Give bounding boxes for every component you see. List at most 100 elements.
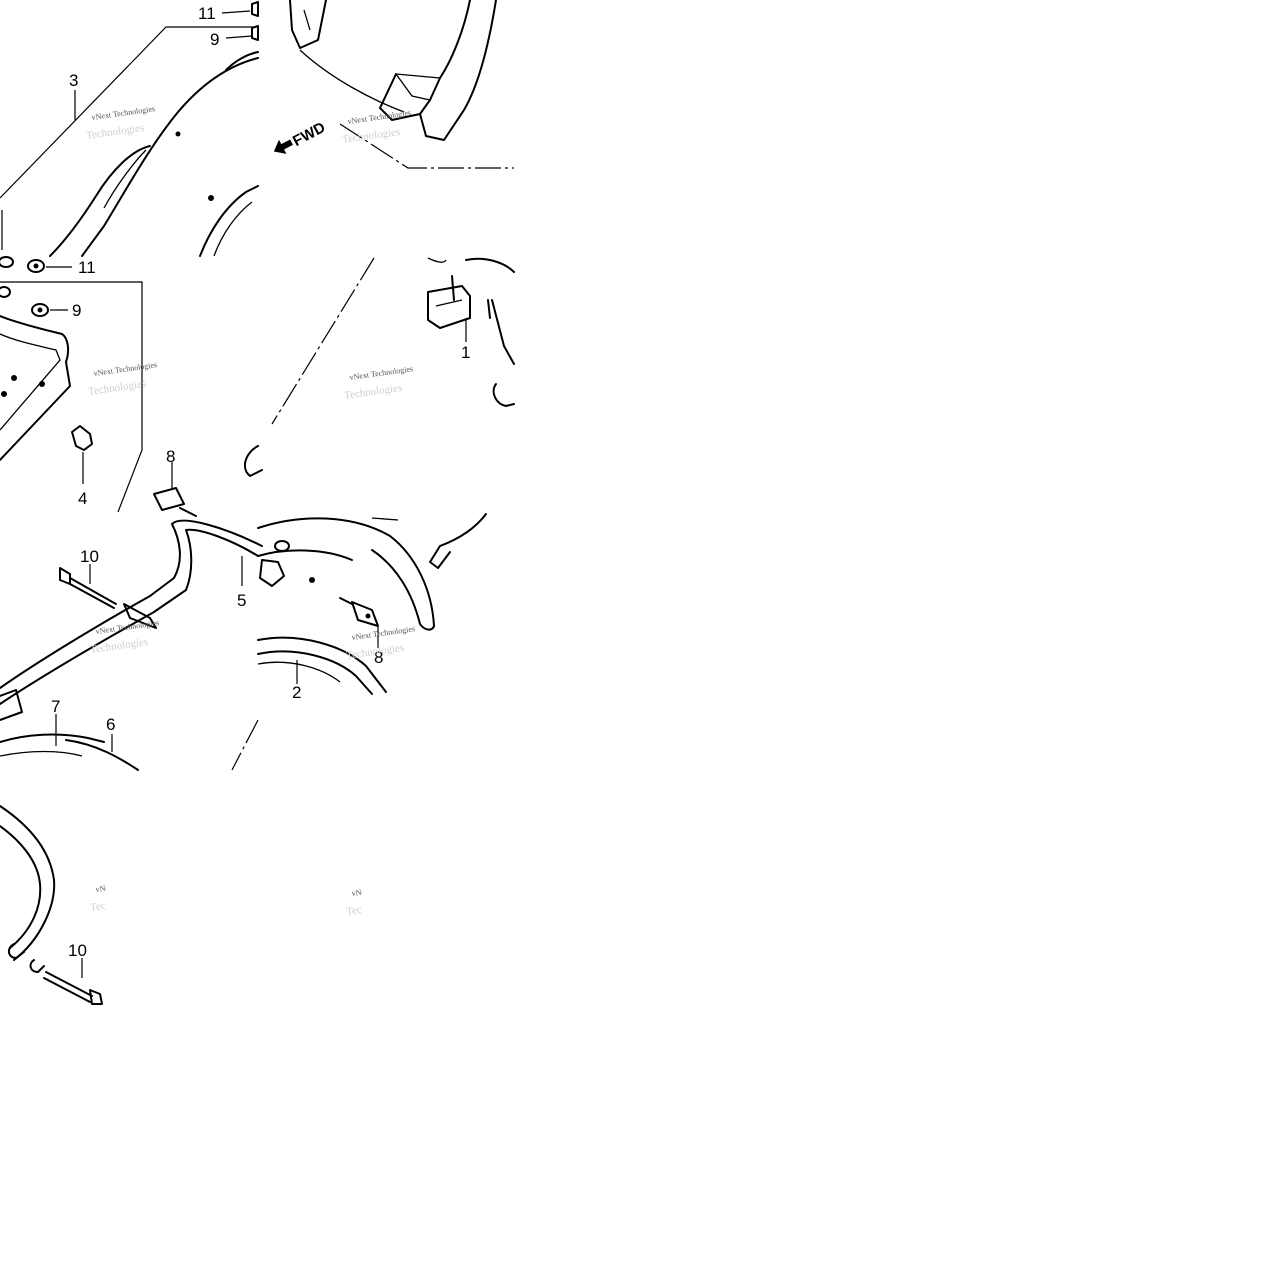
spacer-stud: [339, 597, 353, 605]
tile-grab-rail: [0, 462, 263, 771]
fender-rim: [257, 661, 341, 683]
stud-icon: [451, 275, 455, 301]
rear-fender-ridge: [103, 149, 147, 209]
bolt-shaft: [43, 977, 91, 1003]
watermark-line2: Technologies: [87, 378, 147, 398]
rear-fender-rim-inner: [213, 201, 253, 257]
fwd-direction-marker: FWD: [273, 119, 328, 154]
bracket-outline: [289, 0, 327, 49]
mount-hole: [39, 381, 45, 387]
clamp-icon: [492, 383, 515, 407]
grab-rail-outline: [0, 805, 56, 961]
bolt-shaft: [69, 583, 115, 609]
watermark-line2: Technologies: [89, 636, 149, 656]
callout-11: 11: [78, 258, 96, 277]
fender-arc: [299, 49, 405, 113]
watermarks: vNext Technologies Technologies vNext Te…: [85, 104, 416, 662]
watermark: vNext Technologies Technologies: [89, 618, 159, 656]
fwd-arrow-icon: [273, 139, 293, 154]
leader-line: [0, 281, 143, 513]
spacer-hole: [365, 613, 371, 619]
washer-icon: [251, 25, 259, 41]
tile-front-fender: [257, 513, 487, 695]
stay-bracket-outline: [427, 285, 471, 329]
tile-fender-mount: [0, 281, 143, 513]
mount-hole: [1, 391, 7, 397]
washer-icon: [0, 286, 11, 298]
tile-front-fender-stay: [243, 257, 515, 477]
fender-rim: [0, 750, 83, 757]
rail-collar: [29, 959, 45, 973]
rear-fender-rim: [199, 185, 259, 257]
stay-end: [0, 689, 23, 721]
bolt-shaft: [45, 971, 93, 997]
watermark-line1: vNext Technologies: [347, 108, 412, 126]
tile-grab-rail-bottom: [0, 805, 103, 1005]
fender-rim: [65, 739, 139, 771]
watermark: vNext Technologies Technologies: [341, 108, 412, 146]
mount-plate-outline: [0, 315, 71, 461]
rear-fender-outline: [81, 57, 259, 257]
callout-6: 6: [106, 715, 115, 734]
callout-8: 8: [166, 447, 175, 466]
bracket-fold: [395, 73, 431, 101]
callout-9: 9: [72, 301, 81, 320]
leader-line: [225, 35, 253, 39]
fender-cap: [371, 517, 399, 521]
stud-icon: [487, 299, 491, 319]
watermark-line1: vNext Technologies: [351, 624, 416, 642]
fender-hole: [208, 195, 214, 201]
clip-part-icon: [71, 425, 93, 451]
mount-hole: [11, 375, 17, 381]
washer-hole: [37, 307, 43, 313]
nut-hole: [33, 263, 39, 269]
watermark-line2: Technologies: [85, 122, 145, 142]
fender-rim: [0, 733, 105, 743]
watermark-line2: Technologies: [343, 382, 403, 402]
bolt-head-icon: [251, 1, 259, 17]
watermark-line2: Technologies: [345, 898, 405, 918]
bolt-shaft: [69, 577, 117, 605]
watermark-line1: vNext Technologies: [351, 880, 416, 898]
collar-icon: [123, 603, 157, 629]
bracket-body: [419, 0, 497, 141]
bracket-foot-top: [395, 73, 441, 79]
stay-rod: [427, 257, 447, 263]
watermark-line1: vNext Technologies: [91, 104, 156, 122]
dash-dot-line: [231, 719, 259, 771]
front-fender-inner: [257, 549, 353, 561]
bracket-foot: [379, 73, 421, 121]
grab-rail-inner: [0, 825, 42, 949]
mount-hole: [274, 540, 290, 552]
stay-bracket-inner: [435, 299, 463, 307]
watermark-line2: Technologies: [89, 894, 149, 914]
callout-10: 10: [68, 941, 87, 960]
watermark: vNext Technologies Technologies: [85, 104, 156, 142]
callout-11: 11: [198, 4, 216, 23]
nut-icon: [0, 256, 14, 268]
callout-8: 8: [374, 648, 383, 667]
spacer-icon: [153, 487, 185, 511]
watermark: vNext Technologies Technologies: [345, 624, 416, 662]
fender-side: [491, 299, 515, 365]
fender-top: [465, 257, 515, 273]
watermark-partial: vNext Technologies Technologies: [345, 880, 416, 918]
callout-1: 1: [461, 343, 470, 362]
callout-10: 10: [80, 547, 99, 566]
stay-end-loop: [243, 445, 263, 477]
dash-dot-line: [339, 123, 514, 169]
mount-hole: [309, 577, 315, 583]
watermark-line1: vNext Technologies: [95, 876, 160, 894]
spacer-icon: [351, 601, 379, 627]
tile-rear-fender-top: [0, 1, 259, 273]
tile-rear-fender-bracket: FWD: [273, 0, 514, 169]
fwd-label: FWD: [290, 119, 328, 150]
watermark-line1: vNext Technologies: [93, 360, 158, 378]
leader-line: [221, 10, 251, 14]
rail-collar: [8, 943, 25, 959]
washer-icon: [31, 303, 49, 317]
fender-hole: [175, 131, 181, 137]
callout-3: 3: [69, 71, 78, 90]
grab-rail-inner: [0, 528, 259, 705]
